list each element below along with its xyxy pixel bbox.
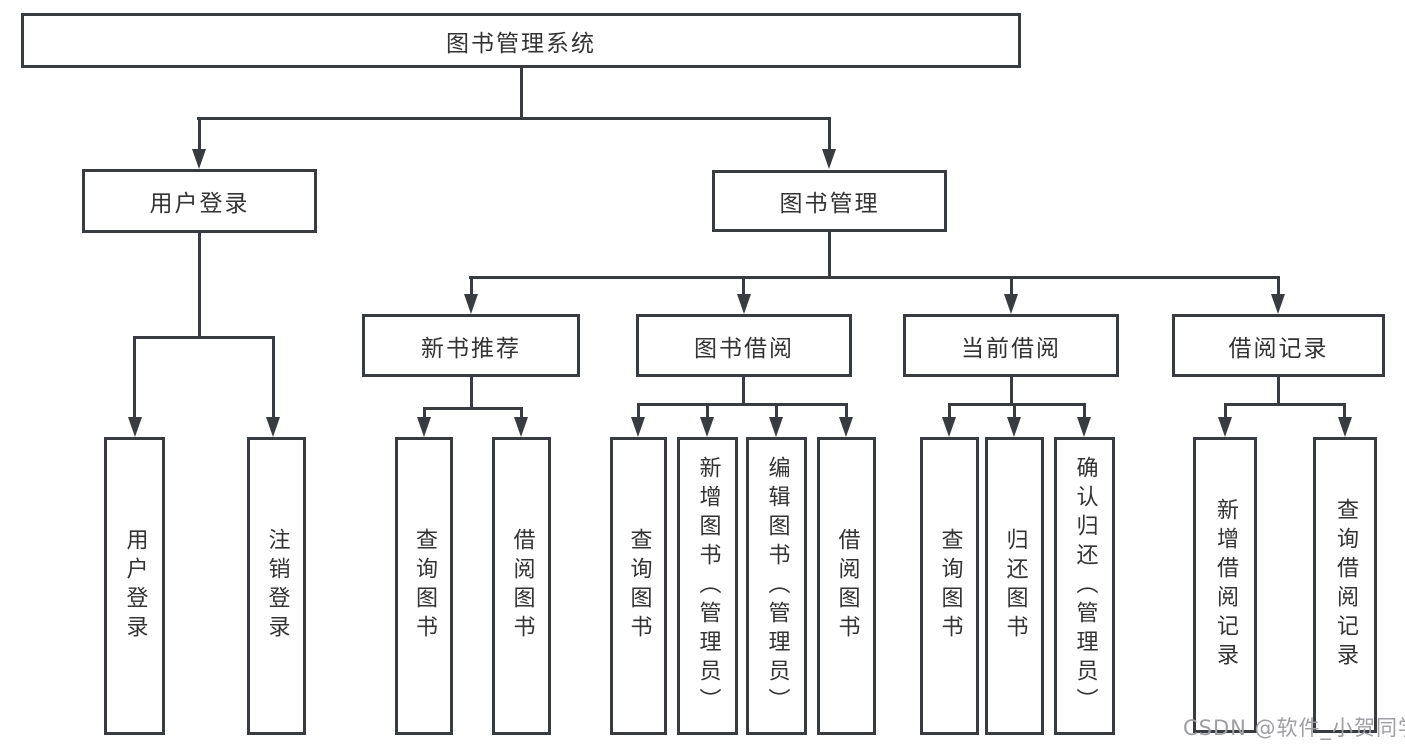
leaf-query-books-borrowing-label: 查询图书 [626,528,652,644]
leaf-query-borrow-record-label: 查询借阅记录 [1333,498,1358,672]
leaf-add-book-admin: 新增图书（管理员） [677,437,738,735]
connector-user-login-hline [133,336,275,339]
arrowhead-icon [192,149,206,169]
arrowhead-icon [737,294,751,314]
connector-level2-stem [470,276,473,306]
arrowhead-icon [1077,417,1091,437]
leaf-add-borrow-record: 新增借阅记录 [1193,437,1257,733]
arrowhead-icon [769,417,783,437]
node-current-borrowing: 当前借阅 [903,314,1119,377]
arrowhead-icon [1007,417,1021,437]
arrowhead-icon [266,417,280,437]
arrowhead-icon [1004,294,1018,314]
connector-current-borrow-hline [948,403,1086,406]
arrowhead-icon [514,417,528,437]
leaf-return-books-label: 归还图书 [1002,528,1028,644]
leaf-confirm-return-admin: 确认归还（管理员） [1054,437,1115,735]
node-book-management: 图书管理 [712,170,947,232]
connector-leaf-stem [637,403,640,425]
arrowhead-icon [631,417,645,437]
leaf-user-login-label: 用户登录 [122,528,148,644]
arrowhead-icon [1271,294,1285,314]
connector-leaf-stem [706,403,709,425]
leaf-edit-book-admin-label: 编辑图书（管理员） [764,455,790,717]
connector-leaf-stem [1083,403,1086,425]
connector-level2-stem [1277,276,1280,306]
leaf-borrow-books-borrowing-label: 借阅图书 [834,528,860,644]
leaf-logout: 注销登录 [247,437,306,735]
arrowhead-icon [700,417,714,437]
leaf-query-books-borrowing: 查询图书 [610,437,667,735]
connector-current-borrow-vline [1010,377,1013,406]
connector-leaf-stem [948,403,951,425]
connector-leaf-stem [520,407,523,425]
arrowhead-icon [464,294,478,314]
leaf-borrow-books-borrowing: 借阅图书 [817,437,876,735]
leaf-confirm-return-admin-label: 确认归还（管理员） [1072,455,1098,717]
connector-book-mgmt-hline [469,276,1280,279]
connector-root-hline [197,117,831,120]
leaf-user-login: 用户登录 [104,437,165,735]
connector-leaf-stem [272,336,275,425]
connector-leaf-stem [1224,403,1227,425]
leaf-return-books: 归还图书 [985,437,1044,735]
connector-leaf-stem [1013,403,1016,425]
arrowhead-icon [128,417,142,437]
node-user-login-label: 用户登录 [149,191,250,217]
watermark: CSDN @软件_小贺同学 [1183,716,1405,740]
node-new-book-recommend: 新书推荐 [362,314,580,377]
connector-book-borrow-hline [637,403,848,406]
connector-new-book-vline [470,377,473,410]
node-user-login: 用户登录 [82,169,317,233]
leaf-add-borrow-record-label: 新增借阅记录 [1213,498,1238,672]
connector-leaf-stem [775,403,778,425]
leaf-edit-book-admin: 编辑图书（管理员） [746,437,807,735]
arrowhead-icon [839,417,853,437]
leaf-query-books-recommend: 查询图书 [395,437,453,735]
connector-root-vline [520,68,523,120]
node-root-label: 图书管理系统 [446,30,596,57]
connector-book-mgmt-vline [828,232,831,279]
connector-leaf-stem [845,403,848,425]
node-book-borrowing: 图书借阅 [636,314,852,377]
node-book-borrowing-label: 图书借阅 [694,335,794,362]
node-borrowing-records: 借阅记录 [1172,314,1385,377]
leaf-query-books-current-label: 查询图书 [937,528,963,644]
connector-user-login-vline [198,233,201,339]
connector-book-borrow-vline [742,377,745,406]
leaf-borrow-books-recommend: 借阅图书 [492,437,551,735]
leaf-query-books-current: 查询图书 [920,437,979,735]
connector-level2-stem [1010,276,1013,306]
connector-borrow-records-hline [1224,403,1346,406]
arrowhead-icon [1338,417,1352,437]
node-root-system: 图书管理系统 [21,13,1021,68]
connector-book-mgmt-stem [828,117,831,157]
arrowhead-icon [417,417,431,437]
connector-user-login-stem [198,117,201,157]
leaf-add-book-admin-label: 新增图书（管理员） [695,455,721,717]
node-borrowing-records-label: 借阅记录 [1228,335,1329,362]
connector-leaf-stem [1343,403,1346,425]
arrowhead-icon [942,417,956,437]
connector-leaf-stem [133,336,136,425]
node-book-management-label: 图书管理 [779,191,880,217]
leaf-query-borrow-record: 查询借阅记录 [1313,437,1377,733]
arrowhead-icon [822,149,836,169]
leaf-query-books-recommend-label: 查询图书 [412,528,437,644]
leaf-logout-label: 注销登录 [264,528,290,644]
node-new-book-recommend-label: 新书推荐 [421,335,521,362]
connector-leaf-stem [423,407,426,425]
leaf-borrow-books-recommend-label: 借阅图书 [509,528,535,644]
connector-new-book-hline [423,407,523,410]
connector-borrow-records-vline [1277,377,1280,406]
connector-level2-stem [742,276,745,306]
node-current-borrowing-label: 当前借阅 [961,335,1061,362]
arrowhead-icon [1218,417,1232,437]
